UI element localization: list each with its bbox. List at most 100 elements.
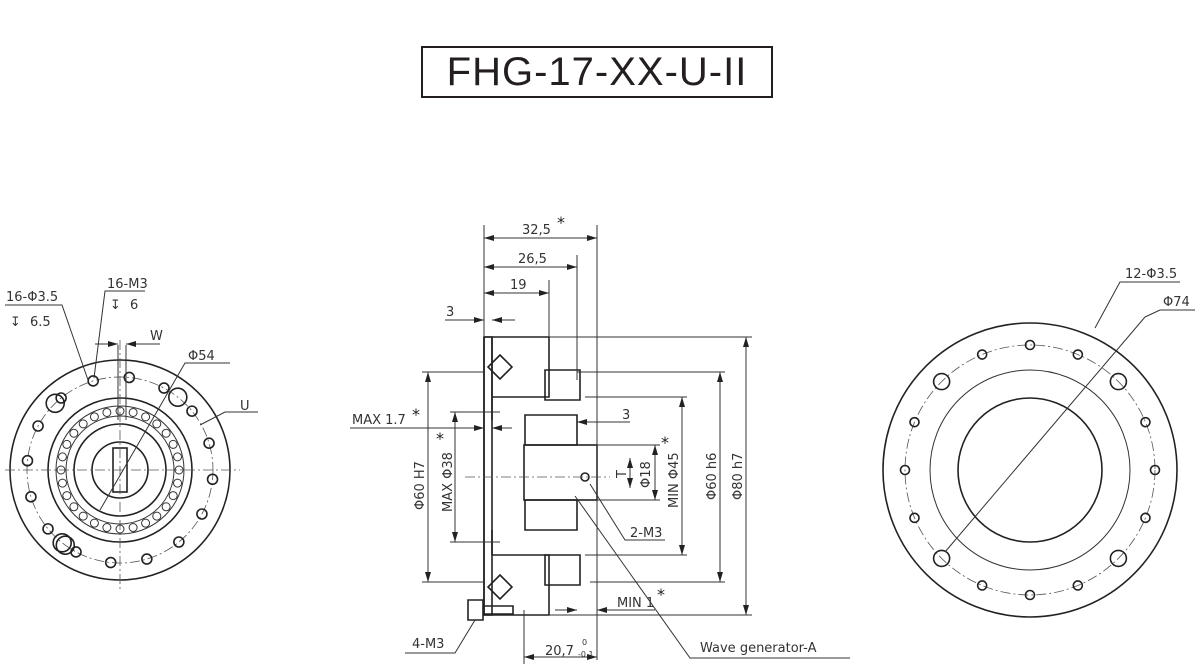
outer-h7: Φ80 h7 [731, 453, 746, 500]
tol-upper: 0 [582, 638, 587, 647]
large-hole [45, 393, 66, 414]
rear-pcd-label: Φ74 [1163, 295, 1190, 310]
front-holes-label: 16-Φ3.5 [6, 290, 58, 305]
mounting-hole [141, 553, 153, 565]
mounting-hole [1024, 339, 1036, 351]
roller [152, 419, 162, 429]
max-1-7: MAX 1.7 [352, 413, 406, 428]
asterisk-mark: * [657, 585, 665, 604]
wave-generator-label: Wave generator-A [700, 641, 817, 656]
rear-view: 12-Φ3.5 Φ74 [882, 267, 1195, 618]
roller [152, 511, 162, 521]
large-hole [932, 372, 951, 391]
mounting-hole [1149, 464, 1161, 476]
rear-holes-label: 12-Φ3.5 [1125, 267, 1177, 282]
mounting-hole [1072, 349, 1084, 360]
roller [141, 518, 151, 528]
mounting-hole [909, 416, 920, 428]
roller [89, 518, 99, 528]
mounting-hole [25, 491, 37, 503]
front-threads-depth: 6 [130, 298, 138, 313]
mounting-hole [1140, 416, 1151, 428]
roller [174, 465, 184, 475]
u-label: U [240, 399, 250, 414]
dim-3-left: 3 [446, 305, 454, 320]
roller [161, 502, 171, 512]
roller [128, 523, 138, 533]
dim-bottom: 20,7 [545, 644, 574, 659]
mounting-hole [104, 556, 117, 569]
asterisk-mark: * [436, 429, 444, 448]
mounting-hole [173, 536, 185, 548]
roller [57, 452, 67, 462]
mounting-hole [1072, 580, 1084, 591]
roller [173, 478, 183, 488]
mounting-hole [1140, 512, 1151, 524]
mounting-hole [21, 454, 34, 467]
rear-outer-circle [882, 322, 1178, 618]
tol-lower: -0.1 [578, 650, 594, 659]
bore-h7: Φ60 H7 [413, 461, 428, 510]
depth-icon: ↧ [10, 315, 21, 330]
mounting-hole [55, 392, 67, 404]
section-view: 32,5 * 26,5 19 3 MAX 1.7 * Φ60 H7 MAX Φ3… [350, 213, 850, 664]
roller [102, 407, 112, 417]
pcd-label: Φ54 [188, 349, 215, 364]
large-hole [55, 535, 76, 555]
asterisk-mark: * [557, 213, 565, 232]
roller [89, 412, 99, 422]
drawing-title: FHG-17-XX-U-II [446, 49, 748, 94]
large-hole [1109, 549, 1128, 568]
mounting-hole [32, 420, 44, 432]
w-label: W [150, 329, 163, 344]
large-hole [1109, 372, 1128, 391]
roller [78, 419, 88, 429]
dim-mid: 26,5 [518, 252, 547, 267]
roller [102, 523, 112, 533]
min-1: MIN 1 [617, 596, 654, 611]
roller [69, 428, 79, 438]
max-38: MAX Φ38 [441, 452, 456, 512]
mounting-hole [976, 349, 988, 360]
large-hole [168, 387, 188, 407]
asterisk-mark: * [412, 405, 420, 424]
roller [62, 491, 72, 501]
mounting-hole [899, 464, 911, 476]
mounting-hole [186, 405, 198, 417]
roller [115, 524, 125, 534]
front-threads-label: 16-M3 [107, 277, 148, 292]
min-45: MIN Φ45 [667, 452, 682, 508]
roller [57, 478, 67, 488]
mounting-hole [976, 580, 988, 591]
roller [62, 439, 72, 449]
t-label: T [615, 470, 630, 479]
large-hole [932, 549, 951, 568]
large-hole [52, 533, 72, 553]
shaft-h6: Φ60 h6 [705, 453, 720, 500]
roller [78, 511, 88, 521]
roller [69, 502, 79, 512]
front-holes-depth: 6.5 [30, 315, 51, 330]
roller [161, 428, 171, 438]
d18: Φ18 [639, 461, 654, 488]
mounting-hole [70, 546, 82, 558]
roller [168, 491, 178, 501]
mounting-hole [206, 473, 219, 486]
roller [141, 412, 151, 422]
front-view: 16-Φ3.5 ↧ 6.5 16-M3 ↧ 6 W Φ54 U [5, 277, 258, 590]
mounting-hole [196, 508, 208, 520]
dim-19: 19 [510, 278, 527, 293]
roller [128, 407, 138, 417]
mounting-hole [87, 375, 99, 387]
screws-4m3: 4-M3 [412, 637, 444, 652]
mounting-hole [909, 512, 920, 524]
roller [168, 439, 178, 449]
depth-icon: ↧ [110, 298, 121, 313]
title-box: FHG-17-XX-U-II [421, 46, 773, 98]
dim-total: 32,5 [522, 223, 551, 238]
asterisk-mark: * [661, 433, 669, 452]
mounting-hole [1024, 589, 1036, 601]
mounting-hole [123, 371, 136, 384]
roller [56, 465, 66, 475]
